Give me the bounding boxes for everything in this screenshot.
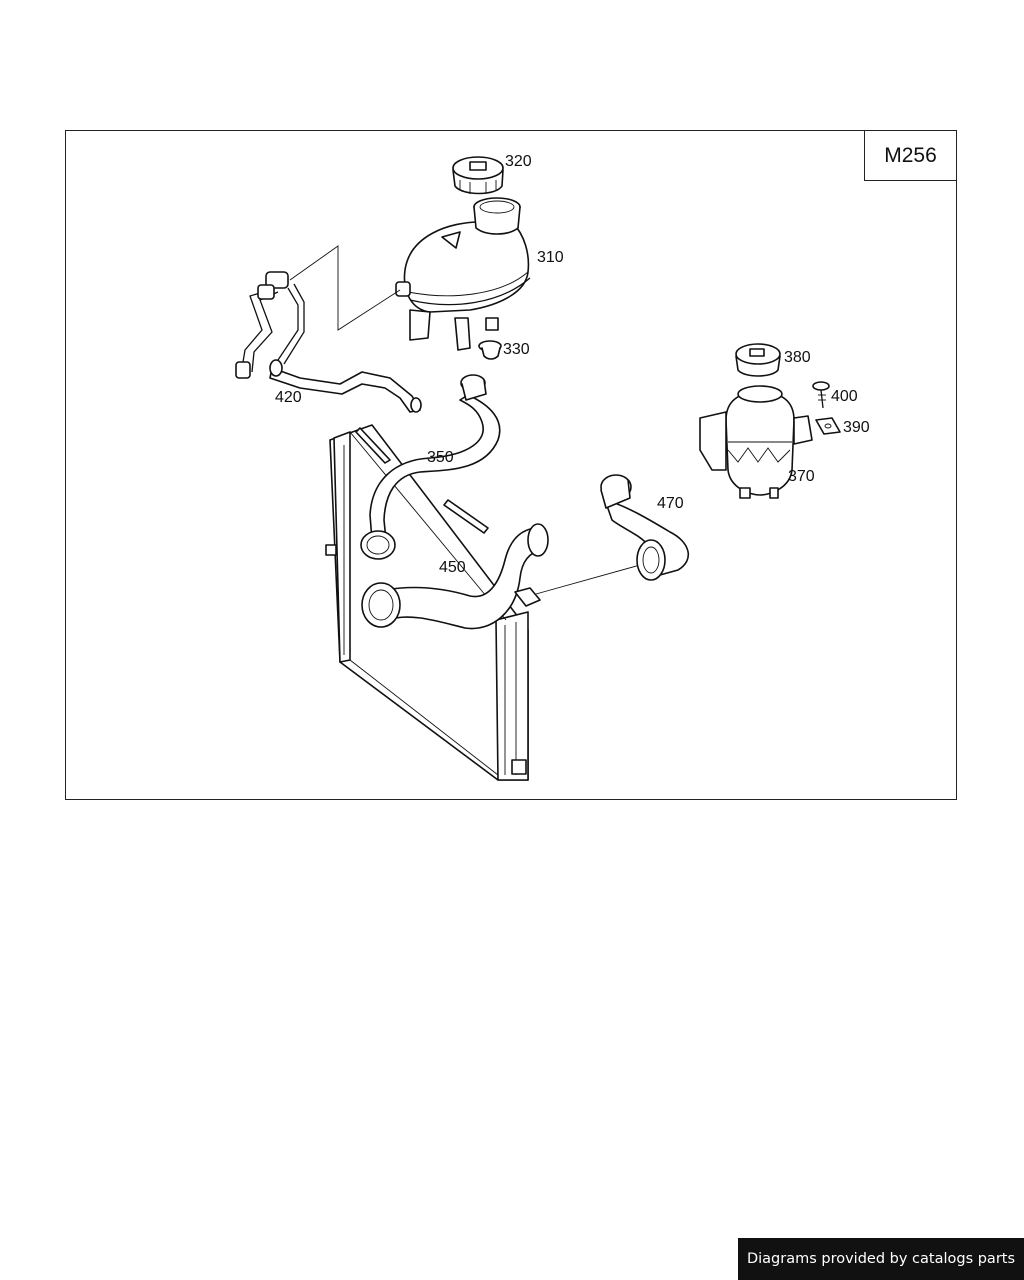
- callout-470: 470: [657, 495, 684, 512]
- callout-370: 370: [788, 468, 815, 485]
- cap-380[interactable]: [735, 343, 781, 377]
- bracket-390[interactable]: [815, 417, 841, 435]
- callout-380: 380: [784, 349, 811, 366]
- leader-line-310: [289, 245, 401, 331]
- engine-code-label: M256: [864, 131, 956, 181]
- plug-330[interactable]: [478, 340, 502, 360]
- coolant-line-420[interactable]: [235, 271, 422, 413]
- footer-credit: Diagrams provided by catalogs parts: [738, 1238, 1024, 1280]
- hose-470[interactable]: [600, 474, 690, 581]
- callout-450: 450: [439, 559, 466, 576]
- screw-400[interactable]: [812, 381, 830, 409]
- callout-390: 390: [843, 419, 870, 436]
- callout-320: 320: [505, 153, 532, 170]
- cap-320[interactable]: [452, 156, 504, 195]
- callout-330: 330: [503, 341, 530, 358]
- callout-420: 420: [275, 389, 302, 406]
- hose-450[interactable]: [361, 523, 549, 630]
- leader-line-470: [535, 564, 641, 595]
- callout-400: 400: [831, 388, 858, 405]
- hose-350[interactable]: [360, 374, 501, 560]
- callout-310: 310: [537, 249, 564, 266]
- reservoir-370[interactable]: [699, 385, 813, 499]
- expansion-tank-310[interactable]: [395, 197, 531, 351]
- callout-350: 350: [427, 449, 454, 466]
